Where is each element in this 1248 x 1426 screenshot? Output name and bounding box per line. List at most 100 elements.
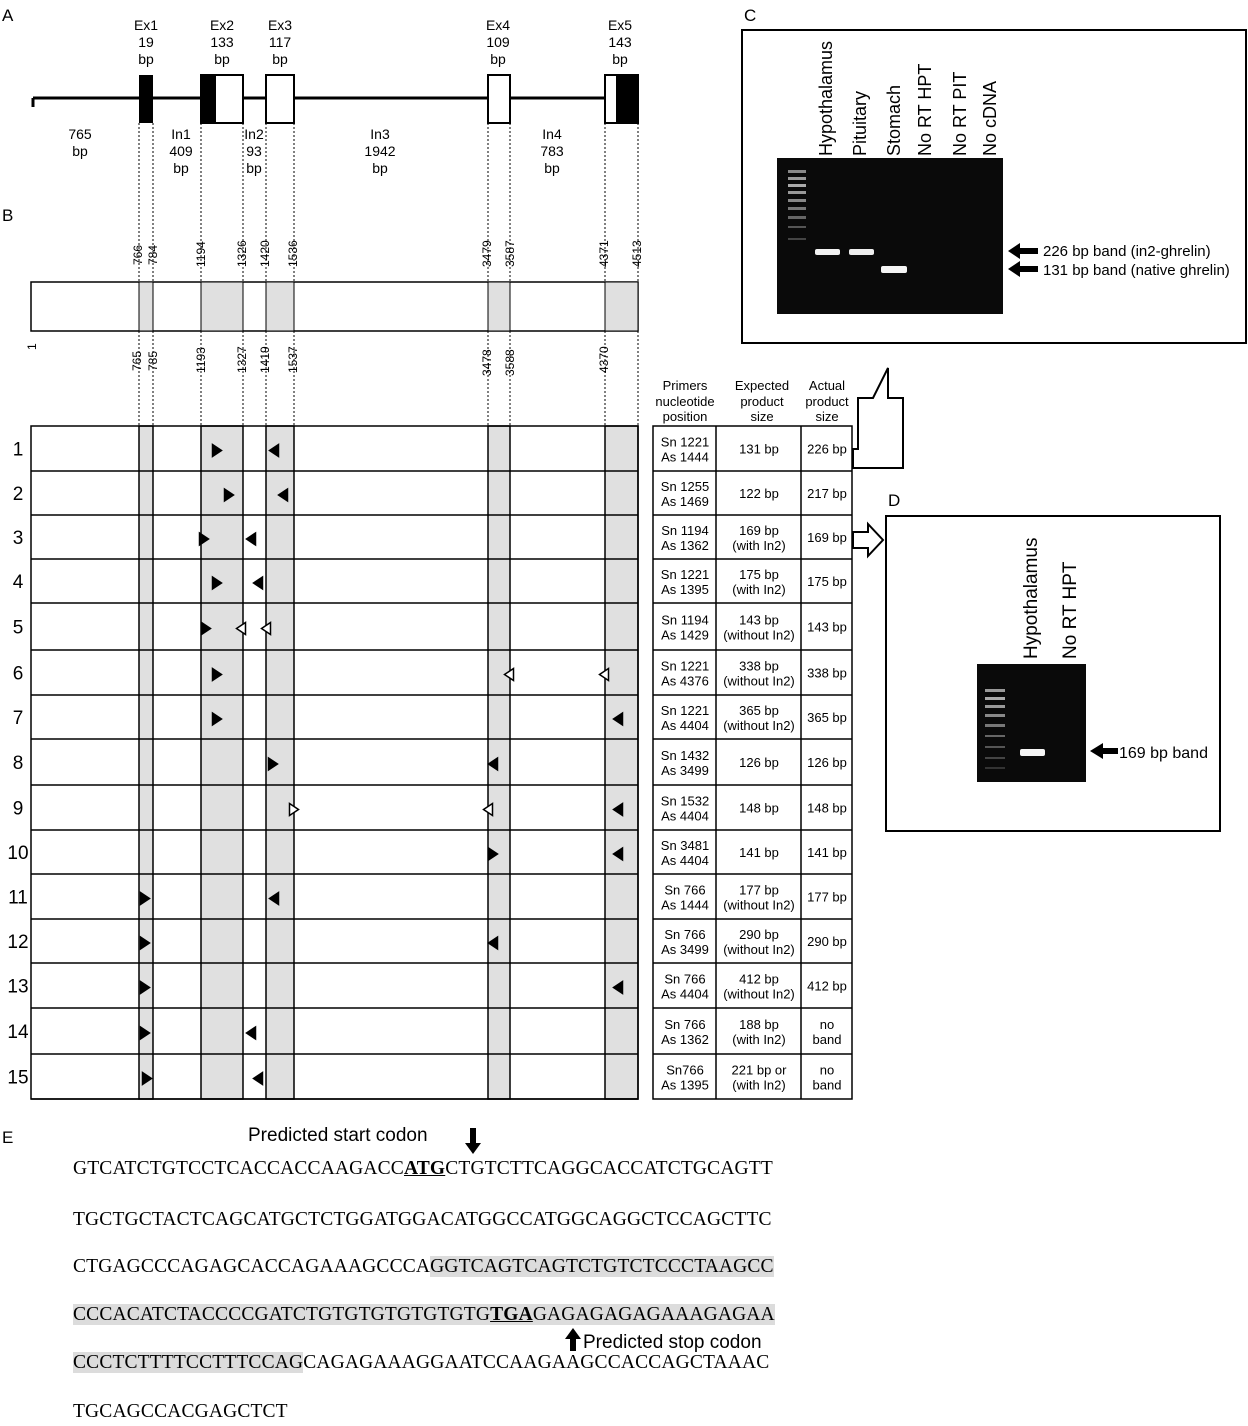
table-cell: Sn766 [666,1063,704,1078]
table-cell: (without In2) [723,898,795,913]
intron-2-sequence: CCCTCTTTTCCTTTCCAG [73,1352,304,1373]
gel-d-lane-labels: Hypothalamus No RT HPT [1021,538,1081,659]
exon-1 [139,75,153,123]
pos-bot-1537: 1537 [286,346,300,373]
table-cell: 175 bp [739,567,779,582]
table-cell: As 4404 [661,853,709,868]
table-cell: (without In2) [723,628,795,643]
gel-d-ladder [985,689,1005,769]
panel-label-a: A [2,6,14,25]
start-codon: ATG [403,1158,446,1179]
gene-structure: Ex1 19 bp Ex2 133 bp Ex3 117 bp Ex4 109 … [31,17,639,176]
transcript-bar [30,281,639,332]
table-cell: 221 bp or [732,1063,788,1078]
table-cell: 131 bp [739,442,779,457]
upstream-unit: bp [72,143,88,159]
table-cell: Sn 1255 [661,479,709,494]
pos-top-3587: 3587 [503,240,517,267]
antisense-primer-icon [487,756,499,772]
pos-top-766: 766 [131,245,145,265]
lane-no-rt-hpt: No RT HPT [1060,561,1081,659]
table-cell: 365 bp [739,703,779,718]
sense-primer-icon [211,667,223,682]
pos-bot-1419: 1419 [258,346,272,373]
pos-top-784: 784 [146,245,160,265]
header-actual-1: Actual [809,378,845,393]
gel-c-band-labels: 226 bp band (in2-ghrelin) 131 bp band (n… [1008,243,1230,279]
sense-primer-icon [141,1071,153,1086]
lane-hypothalamus: Hypothalamus [816,41,836,156]
intron-1-name: In1 [171,126,191,142]
header-actual-2: product [805,394,849,409]
table-cell: (with In2) [732,1078,785,1093]
lane-no-cdna: No cDNA [980,81,1000,156]
table-cell: Sn 1221 [661,659,709,674]
table-cell: As 3499 [661,763,709,778]
table-cell: As 1444 [661,450,709,465]
stop-codon: TGA [490,1304,533,1325]
primer-arrows [139,443,624,1086]
exon-1-unit: bp [138,51,154,67]
table-cell: Sn 1221 [661,567,709,582]
antisense-primer-icon [612,711,624,727]
sense-primer-icon [288,802,300,817]
table-cell: (without In2) [723,718,795,733]
table-cell: 141 bp [739,845,779,860]
table-cell: Sn 1194 [661,523,708,538]
table-cell: Sn 766 [664,883,705,898]
header-primers-3: position [663,409,708,424]
panel-label-b: B [2,206,13,225]
antisense-primer-icon [482,802,494,817]
table-cell: Sn 1194 [661,613,708,628]
gel-c-band-stomach [881,266,907,273]
table-cell: As 1395 [661,1078,709,1093]
seq-text: CTGTCTTCAGGCACCATCTGCAGTT [445,1158,773,1179]
sense-primer-icon [487,846,499,862]
intron-1-size: 409 [169,143,193,159]
table-cell: (with In2) [732,538,785,553]
pos-origin: 1 [25,343,39,350]
table-cell: 290 bp [739,927,779,942]
position-labels: 766 784 1194 1326 1420 1536 3479 3587 43… [25,240,644,376]
pos-bot-1193: 1193 [194,347,208,373]
intron-2-name: In2 [244,126,264,142]
table-cell: 338 bp [807,666,847,681]
exon-1-size: 19 [138,34,154,50]
intron-1-unit: bp [173,160,189,176]
sense-primer-icon [211,711,223,727]
exon-5-size: 143 [608,34,632,50]
band-label-131: 131 bp band (native ghrelin) [1043,262,1230,279]
intron-4-name: In4 [542,126,562,142]
sense-primer-icon [198,531,210,547]
gel-c-lane-labels: Hypothalamus Pituitary Stomach No RT HPT… [816,41,1000,156]
antisense-primer-icon [245,1025,257,1041]
gel-c-band-pituitary [849,249,874,255]
exon-5-name: Ex5 [608,17,632,33]
sense-primer-icon [267,756,279,772]
antisense-primer-icon [612,802,624,817]
intron-2-size: 93 [246,143,262,159]
intron-4-unit: bp [544,160,560,176]
table-cell: As 1444 [661,898,709,913]
table-cell: 148 bp [807,801,847,816]
row-number: 12 [7,932,28,953]
intron-3-name: In3 [370,126,390,142]
antisense-primer-icon [235,621,247,636]
row-number: 5 [13,618,24,639]
exon-4-name: Ex4 [486,17,510,33]
table-cell: As 1395 [661,582,709,597]
table-cell: Sn 1221 [661,435,709,450]
lane-stomach: Stomach [884,85,904,156]
intron-3-size: 1942 [364,143,395,159]
row-number: 3 [13,528,24,549]
pos-bot-765: 765 [130,351,144,371]
table-cell: As 1362 [661,538,709,553]
sequence-line-2: TGCTGCTACTCAGCATGCTCTGGATGGACATGGCCATGGC… [73,1207,772,1233]
pos-top-4513: 4513 [630,240,644,267]
sequence-line-5: CCCTCTTTTCCTTTCCAGCAGAGAAAGGAATCCAAGAAGC… [73,1350,769,1376]
exon-4-unit: bp [490,51,506,67]
row-number: 10 [7,843,28,864]
sense-primer-icon [200,621,212,636]
sense-primer-icon [211,575,223,591]
